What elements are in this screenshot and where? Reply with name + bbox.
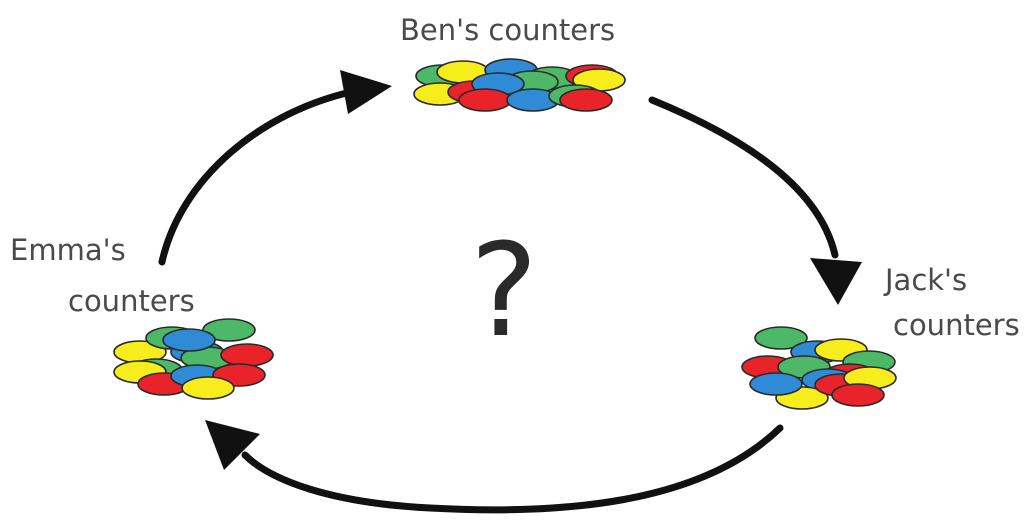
green-counter <box>754 326 808 350</box>
blue-counter <box>749 372 803 396</box>
red-counter <box>458 88 512 112</box>
arrowhead-emma <box>205 420 260 470</box>
arrow-emma-to-ben <box>158 86 364 266</box>
jack-name-label: Jack's <box>885 263 968 297</box>
emma-counters-label: counters <box>68 284 195 318</box>
emma-name-label: Emma's <box>10 233 126 267</box>
emma-counter-pile <box>113 318 274 400</box>
red-counter <box>831 383 885 407</box>
jack-counters-label: counters <box>893 308 1020 342</box>
arrows-layer <box>158 70 862 514</box>
yellow-counter <box>181 376 235 400</box>
ben-counters-label: Ben's counters <box>400 13 616 47</box>
question-mark: ? <box>470 217 538 366</box>
red-counter <box>559 88 613 112</box>
ben-counter-pile <box>413 58 626 112</box>
piles-layer <box>113 58 897 410</box>
blue-counter <box>162 328 216 352</box>
red-counter <box>220 343 274 367</box>
arrow-jack-to-emma <box>241 424 784 514</box>
jack-counter-pile <box>741 326 897 410</box>
arrow-ben-to-jack <box>648 96 839 259</box>
arrowhead-ben <box>340 70 392 114</box>
arrowhead-jack <box>810 258 862 305</box>
